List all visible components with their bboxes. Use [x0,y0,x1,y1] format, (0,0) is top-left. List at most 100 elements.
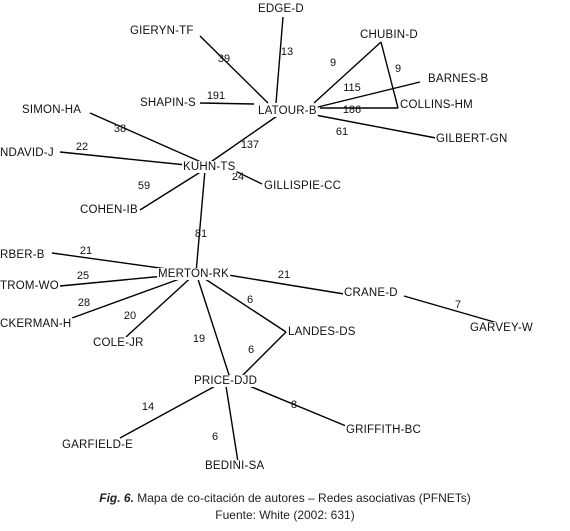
node-label-bg-chubin-d [359,29,419,41]
node-kuhn-ts: KUHN-TS [183,161,236,173]
node-label-bg-gilbert-gn [435,133,509,145]
node-garfield-e: GARFIELD-E [62,439,133,451]
edge-latour-b-edge-d [275,16,284,104]
node-landes-ds: LANDES-DS [288,326,356,338]
node-label-bg-garfield-e [61,439,135,451]
node-label-bg-crane-d [343,287,399,299]
node-merton-rk: MERTON-RK [158,268,229,280]
node-label-bg-price-djd [193,375,259,387]
edge-weight-landes-ds-price-djd: 6 [248,344,254,356]
node-latour-b: LATOUR-B [258,105,317,117]
edge-weight-merton-rk-price-djd: 19 [193,333,205,345]
edge-weight-latour-b-collins-hm: 186 [343,104,361,116]
edge-landes-ds-price-djd [239,331,287,379]
edge-weight-merton-rk-crane-d: 21 [278,269,290,281]
figure-title: Mapa de co-citación de autores – Redes a… [133,491,471,505]
node-label-bg-edge-d [257,3,305,15]
node-label-bg-simon-ha [21,104,83,116]
caption-title-line: Fig. 6. Mapa de co-citación de autores –… [0,490,570,507]
edge-weight-merton-rk-cole-jr: 20 [124,310,136,322]
edge-latour-b-gieryn-tf [199,35,269,104]
edge-latour-b-shapin-s [199,102,255,105]
node-barnes-b: BARNES-B [428,73,489,85]
node-shapin-s: SHAPIN-S [140,97,196,109]
node-edge-d: EDGE-D [258,3,304,15]
node-gieryn-tf: GIERYN-TF [130,25,194,37]
edge-crane-d-garvey-w [403,295,509,327]
edge-weight-latour-b-shapin-s: 191 [207,90,225,102]
edge-weight-crane-d-garvey-w: 7 [455,299,461,311]
edge-latour-b-chubin-d [313,41,382,104]
node-price-djd: PRICE-DJD [194,375,257,387]
edge-weight-kuhn-ts-latour-b: 137 [241,139,259,151]
node-label-bg-collins-hm [399,99,474,111]
edge-weight-price-djd-garfield-e: 14 [142,401,154,413]
node-barber-b: RBER-B [0,249,45,261]
edge-weight-latour-b-gilbert-gn: 61 [336,126,348,138]
node-bedini-sa: BEDINI-SA [205,460,264,472]
edge-weight-merton-rk-hagstrom-wo: 25 [77,270,89,282]
edge-weight-kuhn-ts-bendavid-j: 22 [76,141,88,153]
node-griffith-bc: GRIFFITH-BC [346,424,421,436]
edge-weight-kuhn-ts-merton-rk: 81 [195,228,207,240]
edge-kuhn-ts-merton-rk [195,169,206,274]
edge-weight-price-djd-bedini-sa: 6 [212,431,218,443]
node-label-bg-zuckerman-h [0,318,73,330]
edge-kuhn-ts-latour-b [204,113,281,167]
edge-weight-merton-rk-barber-b: 21 [80,245,92,257]
edge-merton-rk-price-djd [195,272,231,379]
node-label-bg-griffith-bc [345,424,423,436]
node-label-bg-latour-b [257,105,318,117]
edge-merton-rk-cole-jr [125,272,197,338]
figure-caption: Fig. 6. Mapa de co-citación de autores –… [0,490,570,524]
edge-weight-latour-b-chubin-d: 9 [330,57,336,69]
node-gilbert-gn: GILBERT-GN [436,133,507,145]
edge-price-djd-garfield-e [119,377,231,439]
node-simon-ha: SIMON-HA [22,104,81,116]
node-cole-jr: COLE-JR [93,337,144,349]
figure-number: Fig. 6. [99,491,134,505]
edge-weight-kuhn-ts-simon-ha: 38 [114,123,126,135]
node-hagstrom-wo: TROM-WO [0,280,59,292]
node-label-bg-landes-ds [287,326,357,338]
edge-kuhn-ts-bendavid-j [59,151,197,167]
node-label-bg-kuhn-ts [182,161,237,173]
node-label-bg-gillispie-cc [263,180,343,192]
edge-latour-b-gilbert-gn [309,113,437,139]
edge-weight-kuhn-ts-gillispie-cc: 24 [232,171,244,183]
node-label-bg-shapin-s [139,97,198,109]
node-bendavid-j: NDAVID-J [0,147,54,159]
edge-weight-chubin-d-collins-hm: 9 [395,63,401,75]
edge-merton-rk-landes-ds [195,272,287,333]
figure-source: Fuente: White (2002: 631) [215,508,355,522]
edge-weight-merton-rk-landes-ds: 6 [247,294,253,306]
edge-weight-latour-b-gieryn-tf: 39 [218,53,230,65]
node-label-bg-cohen-ib [79,204,139,216]
node-label-bg-merton-rk [157,268,231,280]
edge-weight-kuhn-ts-cohen-ib: 59 [138,180,150,192]
edge-chubin-d-collins-hm [380,41,399,109]
node-label-bg-gieryn-tf [129,25,195,37]
node-crane-d: CRANE-D [344,287,398,299]
node-collins-hm: COLLINS-HM [400,99,473,111]
edge-price-djd-bedini-sa [225,385,239,463]
node-label-bg-barber-b [0,249,46,261]
node-garvey-w: GARVEY-W [470,322,533,334]
node-gillispie-cc: GILLISPIE-CC [264,180,341,192]
edge-weight-latour-b-barnes-b: 115 [343,82,361,94]
edge-kuhn-ts-cohen-ib [139,165,211,211]
node-zuckerman-h: CKERMAN-H [0,318,71,330]
node-label-bg-cole-jr [92,337,145,349]
node-label-bg-bendavid-j [0,147,55,159]
node-cohen-ib: COHEN-IB [80,204,138,216]
node-label-bg-bedini-sa [204,460,266,472]
edge-merton-rk-zuckerman-h [71,272,197,319]
node-label-bg-garvey-w [469,322,534,334]
edge-weight-latour-b-edge-d: 13 [281,46,293,58]
node-label-bg-hagstrom-wo [0,280,60,292]
edge-merton-rk-crane-d [215,272,345,295]
node-label-bg-barnes-b [427,73,490,85]
